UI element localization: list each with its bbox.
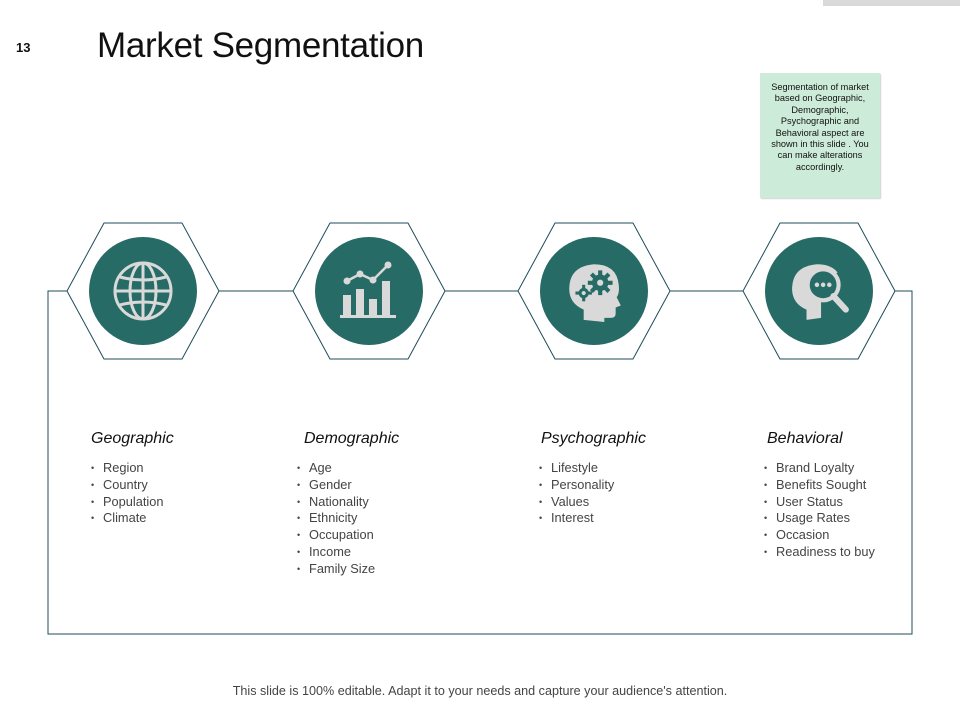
footer-caption: This slide is 100% editable. Adapt it to… (232, 684, 728, 698)
segment-list-geographic: Region Country Population Climate (91, 460, 163, 527)
segment-list-demographic: Age Gender Nationality Ethnicity Occupat… (297, 460, 375, 578)
list-item: Country (91, 477, 163, 494)
list-item: Occasion (764, 527, 875, 544)
segment-title-geographic: Geographic (91, 430, 174, 447)
globe-icon (113, 261, 173, 321)
segment-hexagon-demographic (292, 222, 446, 360)
segment-hexagon-geographic (66, 222, 220, 360)
segment-list-psychographic: Lifestyle Personality Values Interest (539, 460, 614, 527)
segment-title-behavioral: Behavioral (767, 430, 843, 447)
segment-hexagon-psychographic (517, 222, 671, 360)
list-item: Personality (539, 477, 614, 494)
list-item: Readiness to buy (764, 544, 875, 561)
segment-title-psychographic: Psychographic (541, 430, 646, 447)
list-item: Brand Loyalty (764, 460, 875, 477)
sticky-note: Segmentation of market based on Geograph… (760, 73, 880, 198)
head-gears-icon (569, 264, 621, 322)
list-item: Age (297, 460, 375, 477)
segment-title-demographic: Demographic (304, 430, 400, 447)
list-item: Lifestyle (539, 460, 614, 477)
segment-icon-circle (89, 237, 197, 345)
head-search-icon (792, 264, 849, 320)
list-item: Interest (539, 510, 614, 527)
list-item: Climate (91, 510, 163, 527)
list-item: User Status (764, 494, 875, 511)
segment-hexagon-behavioral (742, 222, 896, 360)
list-item: Values (539, 494, 614, 511)
segment-list-behavioral: Brand Loyalty Benefits Sought User Statu… (764, 460, 875, 561)
list-item: Ethnicity (297, 510, 375, 527)
list-item: Population (91, 494, 163, 511)
list-item: Region (91, 460, 163, 477)
list-item: Usage Rates (764, 510, 875, 527)
bar-chart-growth-icon (340, 261, 396, 318)
list-item: Income (297, 544, 375, 561)
list-item: Gender (297, 477, 375, 494)
segment-icon-circle (765, 237, 873, 345)
list-item: Benefits Sought (764, 477, 875, 494)
list-item: Family Size (297, 561, 375, 578)
list-item: Occupation (297, 527, 375, 544)
page-title: Market Segmentation (97, 26, 424, 65)
segment-icon-circle (540, 237, 648, 345)
top-decor-strip (823, 0, 960, 6)
slide-number: 13 (16, 40, 31, 55)
list-item: Nationality (297, 494, 375, 511)
segment-icon-circle (315, 237, 423, 345)
